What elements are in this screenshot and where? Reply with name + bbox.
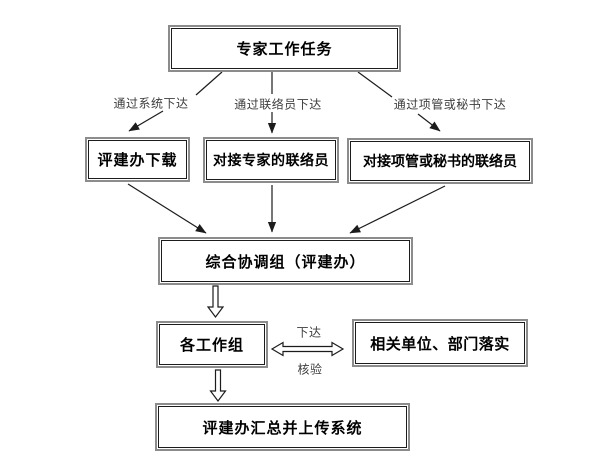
node-work-groups: 各工作组 <box>156 321 268 368</box>
node-expert-liaison-label: 对接专家的联络员 <box>206 140 336 180</box>
node-pjb-download-label: 评建办下载 <box>88 140 187 179</box>
block-arrow-workgroups-to-summary <box>209 369 227 402</box>
edge-label-via-pm-or-secretary: 通过项管或秘书下达 <box>393 97 507 112</box>
edge-label-via-liaison: 通过联络员下达 <box>234 97 322 112</box>
node-expert-task-label: 专家工作任务 <box>171 28 398 69</box>
edge-pm-liaison-to-coordination-arrow <box>349 185 446 234</box>
edge-task-to-pm-label <box>357 71 393 98</box>
node-pm-secretary-liaison-label: 对接项管或秘书的联络员 <box>350 141 530 181</box>
edge-download-to-coordination-arrow <box>127 183 207 234</box>
edge-label-issue: 下达 <box>296 325 322 340</box>
node-summary-upload-label: 评建办汇总并上传系统 <box>158 406 407 448</box>
node-pm-secretary-liaison: 对接项管或秘书的联络员 <box>347 138 533 184</box>
edge-label-via-system: 通过系统下达 <box>113 96 189 111</box>
block-arrow-coordination-to-workgroups <box>206 285 225 318</box>
node-summary-upload: 评建办汇总并上传系统 <box>155 403 410 451</box>
edge-pm-label-to-box-arrow <box>417 113 441 132</box>
node-pjb-download: 评建办下载 <box>85 137 190 182</box>
node-expert-liaison: 对接专家的联络员 <box>203 137 339 183</box>
edge-task-to-system-label <box>195 71 223 96</box>
node-coordination-group-label: 综合协调组（评建办） <box>161 240 410 282</box>
edge-label-verify: 核验 <box>297 362 323 377</box>
node-expert-task: 专家工作任务 <box>168 25 401 72</box>
node-coordination-group: 综合协调组（评建办） <box>158 237 413 285</box>
block-arrow-workgroups-related-units <box>270 341 345 357</box>
node-work-groups-label: 各工作组 <box>159 324 265 365</box>
edge-system-label-to-download-arrow <box>128 110 164 132</box>
node-related-units-label: 相关单位、部门落实 <box>355 322 525 364</box>
node-related-units: 相关单位、部门落实 <box>352 319 528 367</box>
